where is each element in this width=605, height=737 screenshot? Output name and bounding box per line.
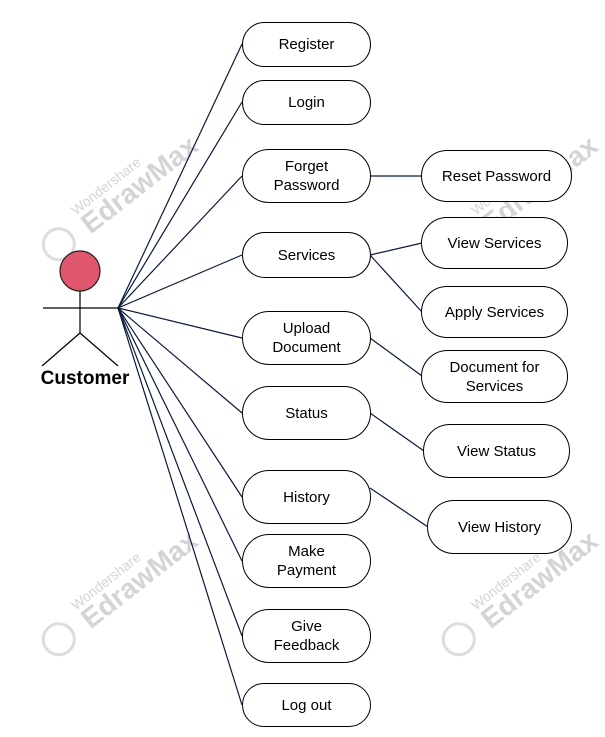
link-status <box>117 307 243 414</box>
usecase-document-for-services: Document for Services <box>421 350 568 403</box>
link-make-payment <box>117 307 243 562</box>
link-view-status <box>369 412 425 452</box>
link-history <box>117 307 243 498</box>
usecase-reset-password: Reset Password <box>421 150 572 202</box>
link-view-history <box>369 487 429 528</box>
link-log-out <box>117 307 243 706</box>
link-upload-document <box>117 307 243 339</box>
actor-head <box>59 250 101 292</box>
actor-figure <box>41 250 119 367</box>
link-login <box>117 101 243 309</box>
usecase-give-feedback: Give Feedback <box>242 609 371 663</box>
usecase-history: History <box>242 470 371 524</box>
usecase-view-status: View Status <box>423 424 570 478</box>
link-forget-password <box>117 175 243 309</box>
usecase-forget-password: Forget Password <box>242 149 371 203</box>
link-services <box>117 254 243 309</box>
actor-right-leg <box>79 332 119 367</box>
link-view-services <box>369 242 423 256</box>
link-give-feedback <box>117 307 243 637</box>
usecase-apply-services: Apply Services <box>421 286 568 338</box>
link-apply-services <box>369 254 423 313</box>
actor-left-leg <box>41 332 81 367</box>
usecase-status: Status <box>242 386 371 440</box>
usecase-log-out: Log out <box>242 683 371 727</box>
link-document-for-services <box>369 337 423 377</box>
actor-label: Customer <box>40 368 130 389</box>
link-register <box>117 43 243 309</box>
usecase-login: Login <box>242 80 371 125</box>
usecase-make-payment: Make Payment <box>242 534 371 588</box>
usecase-view-history: View History <box>427 500 572 554</box>
usecase-view-services: View Services <box>421 217 568 269</box>
usecase-register: Register <box>242 22 371 67</box>
usecase-services: Services <box>242 232 371 278</box>
usecase-upload-document: Upload Document <box>242 311 371 365</box>
